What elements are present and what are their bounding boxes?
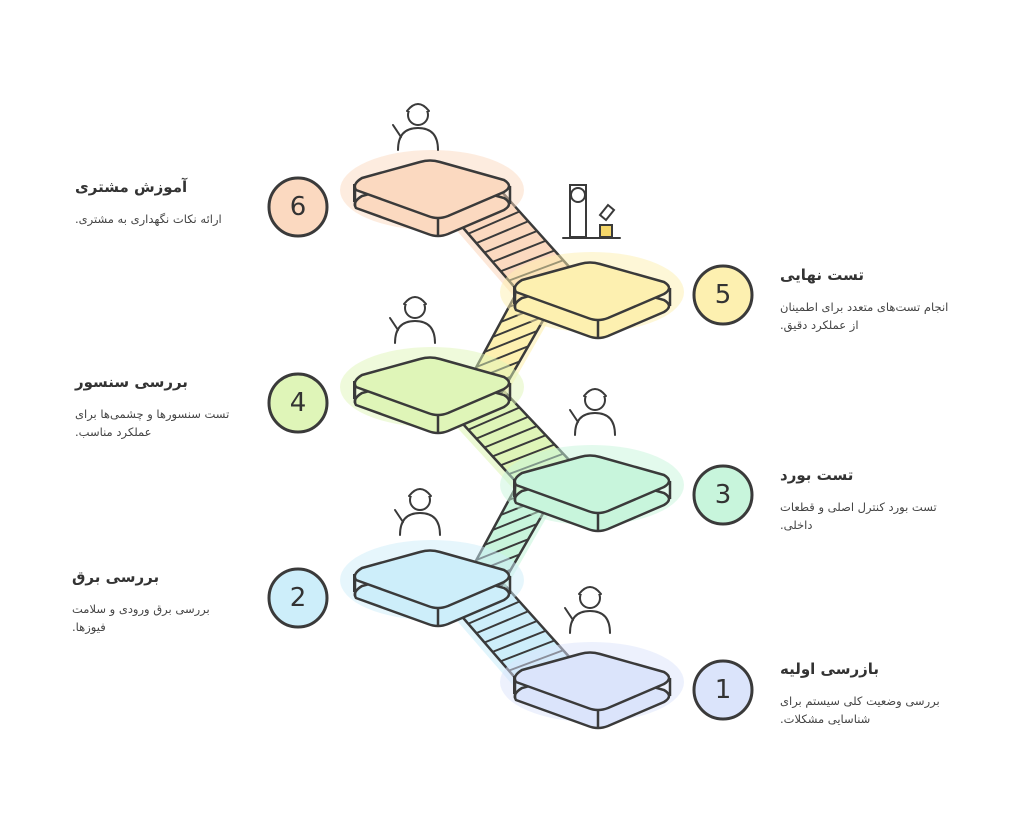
stair-step xyxy=(484,230,538,254)
cap xyxy=(583,388,607,397)
arm-tool xyxy=(392,124,402,138)
test-machine-icon xyxy=(562,184,621,239)
step-6-text: آموزش مشتری ارائه نکات نگهداری به مشتری. xyxy=(75,178,250,228)
stair-step xyxy=(500,639,555,663)
step-5-title: تست نهایی xyxy=(780,266,864,284)
step-number: 1 xyxy=(715,675,732,705)
stair-step xyxy=(475,415,529,440)
number-circle xyxy=(267,176,329,238)
step-2-text: بررسی برق بررسی برق ورودی و سلامت فیوزها… xyxy=(72,568,247,636)
step-6-number-badge: 6 xyxy=(267,176,329,238)
stair-step xyxy=(500,249,555,273)
stair-step xyxy=(484,523,538,546)
arm-tool xyxy=(569,409,579,423)
platform-4 xyxy=(340,347,524,435)
number-circle xyxy=(267,567,329,629)
stair-step xyxy=(475,220,529,245)
step-4-title: بررسی سنسور xyxy=(75,373,188,391)
step-1-number-badge: 1 xyxy=(692,659,754,721)
platform-top xyxy=(513,261,671,322)
cap xyxy=(403,296,427,305)
body xyxy=(569,609,611,634)
sensor-checker-icon xyxy=(389,296,436,344)
step-4-number-badge: 4 xyxy=(267,372,329,434)
step-4-description: تست سنسورها و چشمی‌ها برای عملکرد مناسب. xyxy=(75,407,230,439)
body xyxy=(574,411,616,436)
stair-step xyxy=(492,239,547,263)
number-circle xyxy=(692,659,754,721)
stair-step xyxy=(500,443,555,467)
step-number: 6 xyxy=(290,192,307,222)
stair-step xyxy=(467,600,520,625)
sample-block xyxy=(599,224,613,238)
platform-6 xyxy=(340,150,524,238)
step-3-text: تست بورد تست بورد کنترل اصلی و قطعات داخ… xyxy=(780,466,955,534)
step-3-description: تست بورد کنترل اصلی و قطعات داخلی. xyxy=(780,500,937,532)
body xyxy=(394,319,436,344)
platform-3 xyxy=(500,445,684,533)
electrician-wrench-icon xyxy=(394,488,441,536)
step-3-title: تست بورد xyxy=(780,466,854,484)
step-1-title: بازرسی اولیه xyxy=(780,660,880,678)
stair-step xyxy=(492,629,547,653)
stair-step xyxy=(484,330,538,353)
step-5-number-badge: 5 xyxy=(692,264,754,326)
arm-tool xyxy=(564,607,574,621)
platform-top xyxy=(513,454,671,515)
gauge xyxy=(570,187,586,203)
step-2-description: بررسی برق ورودی و سلامت فیوزها. xyxy=(72,602,210,634)
step-number: 5 xyxy=(715,280,732,310)
stair-step xyxy=(484,425,538,449)
step-number: 4 xyxy=(290,388,307,418)
platform-5 xyxy=(500,252,684,340)
stair-step xyxy=(475,610,529,635)
step-number: 2 xyxy=(290,583,307,613)
step-2-number-badge: 2 xyxy=(267,567,329,629)
arm-tool xyxy=(394,509,404,523)
step-6-description: ارائه نکات نگهداری به مشتری. xyxy=(75,212,222,226)
platform-top xyxy=(353,356,511,417)
stair-step xyxy=(484,620,538,644)
platform-top xyxy=(353,549,511,610)
step-5-description: انجام تست‌های متعدد برای اطمینان از عملک… xyxy=(780,300,949,332)
body xyxy=(399,511,441,536)
platform-top xyxy=(513,651,671,712)
platform-1 xyxy=(500,642,684,730)
step-3-number-badge: 3 xyxy=(692,464,754,526)
platform-top xyxy=(353,159,511,220)
body xyxy=(397,126,439,151)
stair-step xyxy=(467,406,520,431)
number-circle xyxy=(692,264,754,326)
step-1-description: بررسی وضعیت کلی سیستم برای شناسایی مشکلا… xyxy=(780,694,940,726)
step-number: 3 xyxy=(715,480,732,510)
stair-step xyxy=(492,434,547,458)
hammer xyxy=(598,203,616,222)
step-5-text: تست نهایی انجام تست‌های متعدد برای اطمین… xyxy=(780,266,955,334)
technician-inspecting-icon xyxy=(564,586,611,634)
trainer-icon xyxy=(392,103,439,151)
cap xyxy=(578,586,602,595)
step-1-text: بازرسی اولیه بررسی وضعیت کلی سیستم برای … xyxy=(780,660,955,728)
step-2-title: بررسی برق xyxy=(72,568,160,586)
cap xyxy=(406,103,430,112)
step-6-title: آموزش مشتری xyxy=(75,178,188,196)
number-circle xyxy=(267,372,329,434)
arm-tool xyxy=(389,317,399,331)
platform-2 xyxy=(340,540,524,628)
number-circle xyxy=(692,464,754,526)
cap xyxy=(408,488,432,497)
step-4-text: بررسی سنسور تست سنسورها و چشمی‌ها برای ع… xyxy=(75,373,250,441)
board-testing-icon xyxy=(569,388,616,436)
stair-step xyxy=(467,210,520,235)
